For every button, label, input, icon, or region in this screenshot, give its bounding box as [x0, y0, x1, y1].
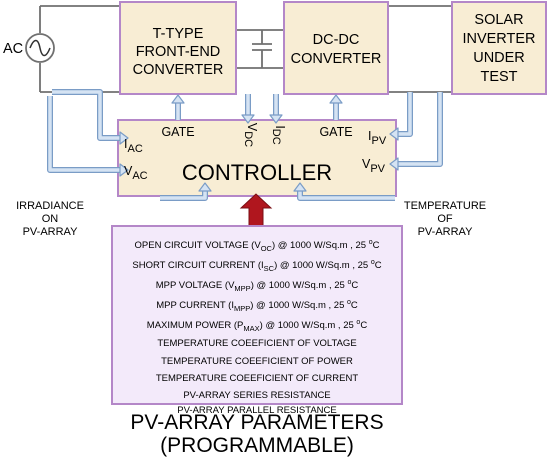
pv-parameters-block: OPEN CIRCUIT VOLTAGE (VOC) @ 1000 W/Sq.m…: [111, 225, 403, 416]
front-end-line2: FRONT-END: [136, 44, 221, 60]
front-end-line3: CONVERTER: [133, 62, 224, 78]
inverter-line1: SOLAR: [474, 12, 523, 28]
pin-vac: VAC: [124, 164, 148, 182]
param-temp-coef-voltage: TEMPERATURE COEEFICIENT OF VOLTAGE: [157, 338, 356, 349]
footer-subtitle: (PROGRAMMABLE): [160, 434, 354, 457]
front-end-converter-block: T-TYPE FRONT-END CONVERTER: [119, 1, 237, 95]
param-series-resistance: PV-ARRAY SERIES RESISTANCE: [183, 390, 330, 401]
pin-gate-left: GATE: [161, 125, 194, 139]
svg-text:OF: OF: [437, 213, 453, 225]
controller-block: CONTROLLER: [117, 119, 397, 197]
footer-title: PV-ARRAY PARAMETERS: [130, 411, 383, 434]
ac-label: AC: [3, 41, 23, 57]
pin-iac: IAC: [124, 137, 143, 155]
controller-pins: IAC VAC GATE VDC IDC GATE IPV VPV: [124, 123, 387, 182]
irradiance-input-label: IRRADIANCE ON PV-ARRAY: [16, 200, 84, 238]
param-voc: OPEN CIRCUIT VOLTAGE (VOC) @ 1000 W/Sq.m…: [135, 239, 380, 253]
param-temp-coef-power: TEMPERATURE COEEFICIENT OF POWER: [161, 356, 353, 367]
param-parallel-resistance: PV-ARRAY PARALLEL RESISTANCE: [177, 405, 336, 416]
ac-source: AC: [3, 33, 55, 63]
pin-vpv: VPV: [362, 157, 386, 175]
dcdc-line1: DC-DC: [313, 32, 360, 48]
inverter-block: SOLAR INVERTER UNDER TEST: [451, 1, 547, 95]
param-impp: MPP CURRENT (IMPP) @ 1000 W/Sq.m , 25 oC: [156, 299, 358, 313]
power-wiring: [39, 5, 452, 93]
svg-text:TEMPERATURE: TEMPERATURE: [404, 200, 486, 212]
param-vmpp: MPP VOLTAGE (VMPP) @ 1000 W/Sq.m , 25 oC: [156, 279, 359, 293]
param-pmax: MAXIMUM POWER (PMAX) @ 1000 W/Sq.m , 25 …: [147, 319, 368, 333]
inverter-line2: INVERTER: [462, 31, 535, 47]
svg-text:IRRADIANCE: IRRADIANCE: [16, 200, 84, 212]
pin-ipv: IPV: [368, 129, 387, 147]
pin-idc: IDC: [270, 125, 287, 144]
front-end-line1: T-TYPE: [153, 26, 204, 42]
param-isc: SHORT CIRCUIT CURRENT (ISC) @ 1000 W/Sq.…: [132, 259, 381, 273]
temperature-input-label: TEMPERATURE OF PV-ARRAY: [404, 200, 486, 238]
svg-text:PV-ARRAY: PV-ARRAY: [23, 226, 78, 238]
dcdc-converter-block: DC-DC CONVERTER: [283, 1, 389, 95]
param-temp-coef-current: TEMPERATURE COEEFICIENT OF CURRENT: [156, 373, 359, 384]
inverter-line3: UNDER: [473, 50, 525, 66]
svg-text:PV-ARRAY: PV-ARRAY: [418, 226, 473, 238]
signal-arrows: [47, 89, 443, 201]
pin-vdc: VDC: [242, 123, 259, 147]
inverter-line4: TEST: [480, 69, 517, 85]
controller-label: CONTROLLER: [182, 160, 332, 185]
parameter-arrow: [239, 193, 273, 227]
svg-text:ON: ON: [42, 213, 59, 225]
pin-gate-right: GATE: [319, 125, 352, 139]
dcdc-line2: CONVERTER: [291, 51, 382, 67]
